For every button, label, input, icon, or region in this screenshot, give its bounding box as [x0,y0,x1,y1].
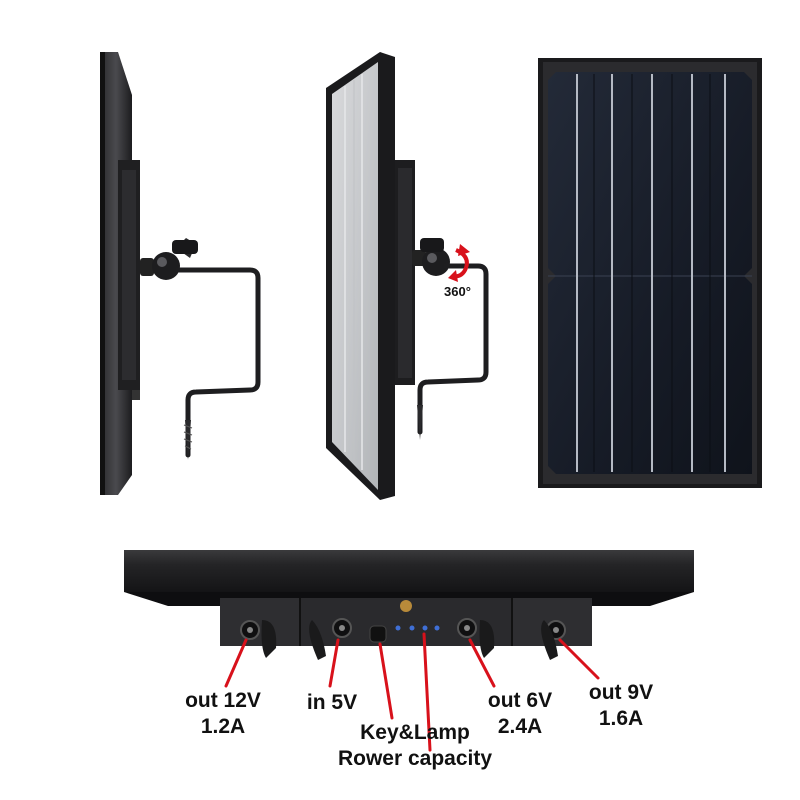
port-label-line1: out 9V [588,681,654,704]
port-label-out-12v: out 12V 1.2A [168,688,278,740]
port-label-line1: out 12V [185,689,261,712]
port-label-line2: 1.6A [598,707,644,730]
port-label-line1: out 6V [487,689,553,712]
port-label-line1: Key&Lamp [360,721,470,744]
rotation-badge: 360° [444,284,471,299]
port-label-line2: Rower capacity [337,747,493,770]
panel-side-view [100,52,261,495]
panel-angled-view [326,52,489,500]
port-label-in-5v: in 5V [292,690,372,716]
callout-lines [224,632,600,752]
port-label-key-lamp: Key&Lamp Rower capacity [330,720,500,772]
port-label-out-9v: out 9V 1.6A [566,680,676,732]
rotation-arrow-icon [448,244,470,282]
port-bar-view [124,550,694,660]
port-label-line2: 1.2A [200,715,246,738]
panel-front-view [538,58,762,488]
port-label-out-6v: out 6V 2.4A [470,688,570,740]
port-label-line1: in 5V [306,691,358,714]
port-label-line2: 2.4A [497,715,543,738]
